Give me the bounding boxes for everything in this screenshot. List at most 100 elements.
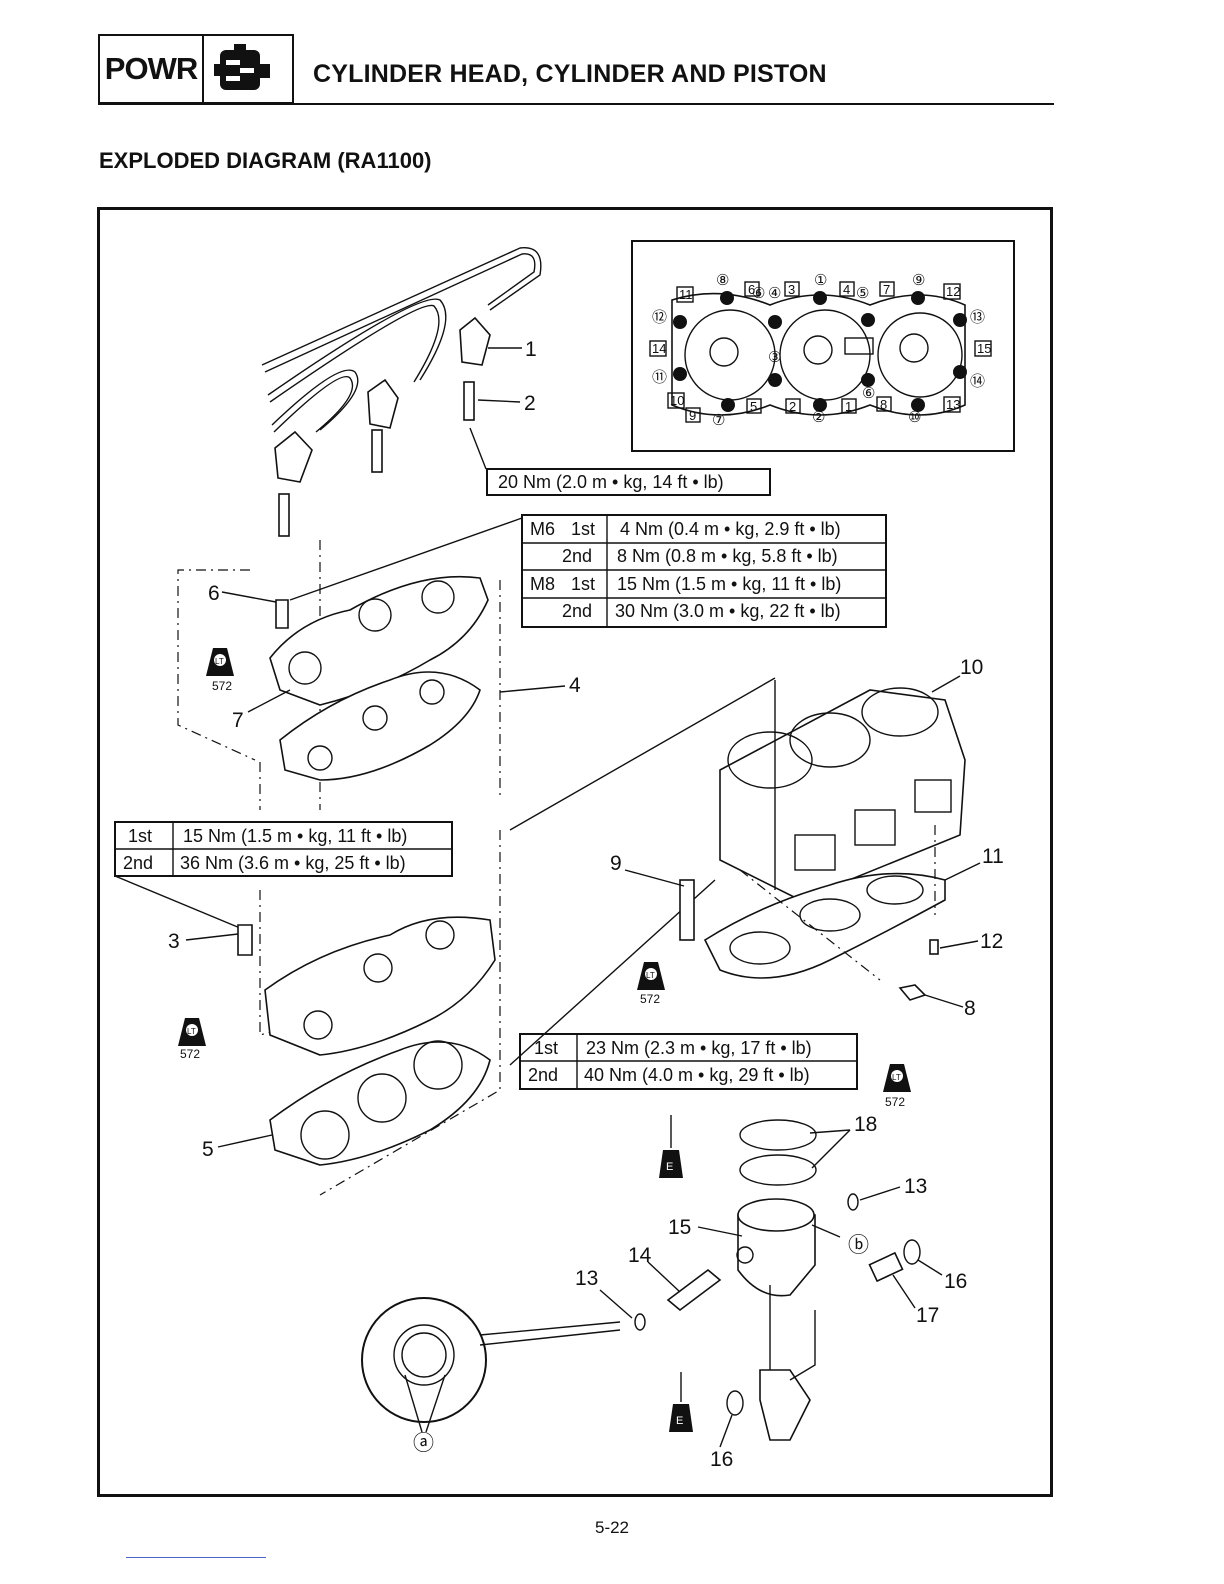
callout-6: 6 — [208, 582, 220, 605]
seq-b2: 2 — [789, 399, 796, 414]
seq-b1: 1 — [845, 399, 852, 414]
hc-step-3: 1st — [571, 574, 595, 594]
seq-b4: 4 — [843, 282, 850, 297]
callout-17: 17 — [916, 1304, 939, 1327]
seq-c5: ⑤ — [856, 285, 869, 302]
callout-14: 14 — [628, 1244, 652, 1267]
callout-12: 12 — [980, 930, 1003, 953]
head-bolt-torque-table: 1st 15 Nm (1.5 m • kg, 11 ft • lb) 2nd 3… — [114, 821, 453, 929]
callout-3: 3 — [168, 930, 180, 953]
cb-value-2: 40 Nm (4.0 m • kg, 29 ft • lb) — [584, 1065, 810, 1085]
hc-value-1: 4 Nm (0.4 m • kg, 2.9 ft • lb) — [620, 519, 841, 539]
seq-b8: 8 — [880, 397, 887, 412]
callouts: 1 2 3 4 5 6 7 8 9 10 11 12 13 13 14 15 1… — [168, 338, 1004, 1471]
seq-c4: ④ — [768, 285, 781, 302]
seq-c3: ③ — [768, 349, 781, 366]
hb-step-1: 1st — [128, 826, 152, 846]
cylinder-bolt-torque-table: 1st 23 Nm (2.3 m • kg, 17 ft • lb) 2nd 4… — [519, 1033, 858, 1090]
seq-b3: 3 — [788, 282, 795, 297]
header-rule — [98, 103, 1054, 105]
callout-7: 7 — [232, 709, 244, 732]
callout-10: 10 — [960, 656, 983, 679]
callout-5: 5 — [202, 1138, 214, 1161]
callout-13b: 13 — [575, 1267, 598, 1290]
oil-symbol-a: E — [659, 1115, 683, 1178]
callout-15: 15 — [668, 1216, 691, 1239]
hb-step-2: 2nd — [123, 853, 153, 873]
seq-b9: 9 — [689, 408, 696, 423]
callout-a: ⓐ — [413, 1432, 434, 1455]
engine-icon — [214, 44, 270, 90]
seq-c11: ⑪ — [652, 369, 667, 386]
callout-18: 18 — [854, 1113, 877, 1136]
callout-16a: 16 — [944, 1270, 967, 1293]
callout-9: 9 — [610, 852, 622, 875]
seq-b13: 13 — [946, 397, 960, 412]
footer-rule — [126, 1557, 266, 1558]
page-number: 5-22 — [594, 1518, 630, 1537]
seq-b5: 5 — [750, 399, 757, 414]
callout-1: 1 — [525, 338, 537, 361]
head-cover-torque-table: M6 1st 4 Nm (0.4 m • kg, 2.9 ft • lb) 2n… — [289, 514, 887, 628]
hc-size-1: M6 — [530, 519, 555, 539]
callout-13a: 13 — [904, 1175, 927, 1198]
tightening-sequence-inset: ⑧ ① ⑨ ⑫ ⑬ ⑪ ⑭ ⑦ ② ⑩ ③ ⑥ ⑥ ④ ⑤ 11 6 3 4 7… — [631, 240, 1015, 452]
sealant-symbol-a: LT 572 — [206, 648, 234, 693]
sealant-symbol-c: LT 572 — [637, 962, 665, 1006]
plug-caps — [274, 316, 491, 483]
seq-c8: ⑧ — [716, 272, 729, 289]
hc-value-4: 30 Nm (3.0 m • kg, 22 ft • lb) — [615, 601, 841, 621]
seq-c10: ⑩ — [908, 409, 921, 426]
seq-c1: ① — [814, 272, 827, 289]
callout-8: 8 — [964, 997, 976, 1020]
sealant-lt-d: LT — [892, 1073, 901, 1082]
seq-b7: 7 — [883, 282, 890, 297]
leader-lines — [185, 347, 981, 1448]
sealant-code-b: 572 — [180, 1047, 200, 1061]
sealant-code-c: 572 — [640, 992, 660, 1006]
hc-step-2: 2nd — [562, 546, 592, 566]
spark-plug-wires — [261, 247, 542, 433]
hb-value-2: 36 Nm (3.6 m • kg, 25 ft • lb) — [180, 853, 406, 873]
spark-plugs — [278, 381, 475, 537]
hc-step-4: 2nd — [562, 601, 592, 621]
oil-e-b: E — [676, 1415, 683, 1427]
spark-plug-torque-box: 20 Nm (2.0 m • kg, 14 ft • lb) — [469, 427, 771, 496]
cb-step-2: 2nd — [528, 1065, 558, 1085]
sealant-symbol-d: LT 572 — [883, 1064, 911, 1109]
hc-value-3: 15 Nm (1.5 m • kg, 11 ft • lb) — [617, 574, 841, 594]
seq-b12: 12 — [946, 284, 960, 299]
oil-e-a: E — [666, 1161, 673, 1173]
seq-b15: 15 — [977, 341, 991, 356]
seq-c6: ⑥ — [862, 385, 875, 402]
callout-2: 2 — [524, 392, 536, 415]
seq-c13: ⑬ — [970, 309, 985, 326]
cb-step-1: 1st — [534, 1038, 558, 1058]
diagram-subtitle: EXPLODED DIAGRAM (RA1100) — [99, 148, 432, 173]
seq-c7: ⑦ — [712, 412, 725, 429]
page-title: CYLINDER HEAD, CYLINDER AND PISTON — [313, 60, 827, 88]
head-cover-group — [177, 540, 566, 810]
hc-value-2: 8 Nm (0.8 m • kg, 5.8 ft • lb) — [617, 546, 838, 566]
sealant-lt-b: LT — [187, 1027, 196, 1036]
sealant-lt-c: LT — [646, 971, 655, 980]
spark-plug-torque: 20 Nm (2.0 m • kg, 14 ft • lb) — [498, 472, 724, 492]
sealant-code-a: 572 — [212, 679, 232, 693]
seq-b14: 14 — [652, 341, 666, 356]
cylinder-block — [509, 677, 966, 1066]
section-code: POWR — [100, 36, 204, 102]
sealant-symbol-b: LT 572 — [178, 1018, 206, 1061]
oil-symbol-b: E — [669, 1372, 693, 1432]
seq-b6: 6 — [748, 282, 755, 297]
seq-c14: ⑭ — [970, 373, 985, 390]
cylinder-head-group — [237, 830, 501, 1196]
hc-step-1: 1st — [571, 519, 595, 539]
seq-b10: 10 — [670, 393, 684, 408]
piston-assembly — [361, 1119, 921, 1441]
seq-c9: ⑨ — [912, 272, 925, 289]
callout-b: ⓑ — [848, 1234, 869, 1257]
hb-value-1: 15 Nm (1.5 m • kg, 11 ft • lb) — [183, 826, 407, 846]
callout-4: 4 — [569, 674, 581, 697]
sealant-code-d: 572 — [885, 1095, 905, 1109]
